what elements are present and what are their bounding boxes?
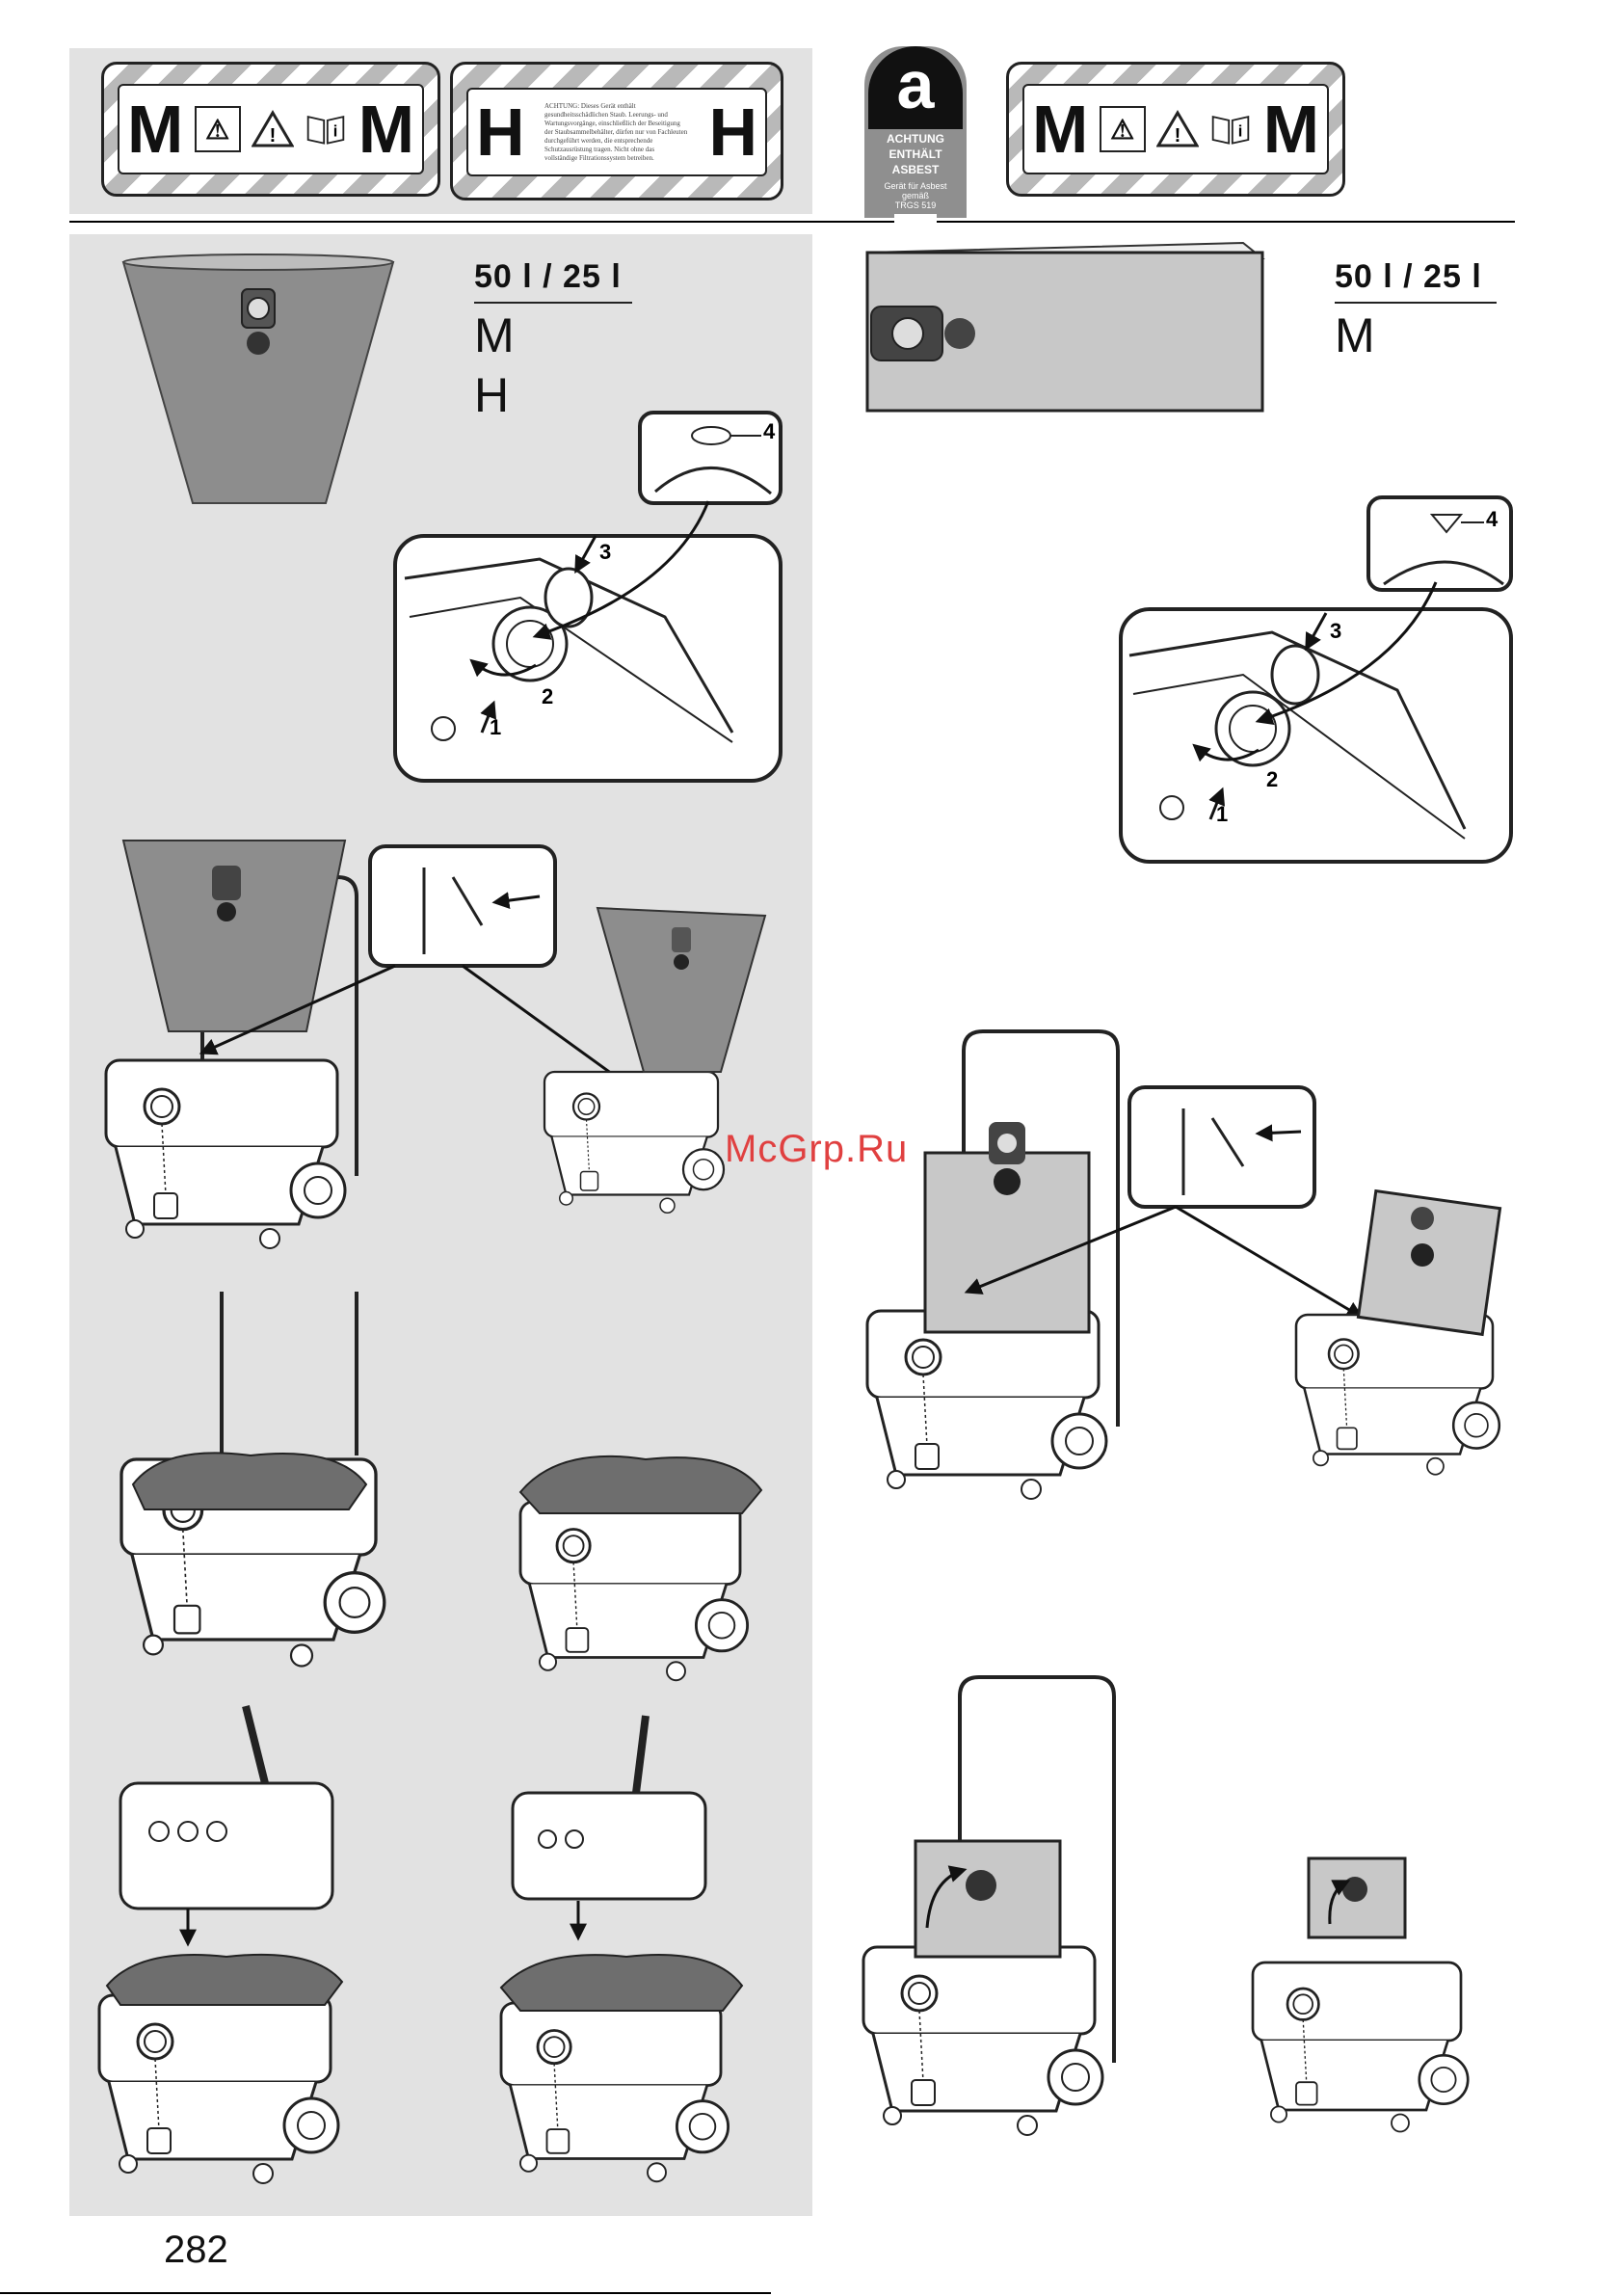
right-slot-inset [1127,1085,1316,1209]
right-vacuum-bag-rotate [862,1675,1116,2137]
asbestos-title-1: ACHTUNG [887,132,944,146]
right-spec-rule [1335,302,1497,304]
warning-triangle-icon: ! [252,108,294,150]
left-detail-panel: 3 2 1 [393,500,782,783]
left-bag-illustration [121,254,395,504]
left-class-h: H [474,368,510,422]
m-letter-right: M [358,92,414,167]
svg-text:3: 3 [599,540,611,564]
m-letter-right-2: M [1262,92,1319,167]
footer-rule [0,2292,771,2294]
right-small-vacuum-bag-rotate [1251,1961,1470,2133]
asbestos-letter-badge: a [868,46,963,129]
left-small-vacuum-bag-fitted [518,1455,763,1682]
h-letter-left: H [476,94,525,170]
h-letter-right: H [708,94,757,170]
svg-text:1: 1 [1216,802,1228,826]
asbestos-title-2: ENTHÄLT [889,147,942,161]
svg-text:3: 3 [1330,619,1341,643]
asbestos-tag: a ACHTUNG ENTHÄLT ASBEST Gerät für Asbes… [864,46,967,227]
page-number: 282 [164,2229,228,2271]
left-capacity-label: 50 l / 25 l [474,258,622,295]
right-detail-inset-4: 4 [1366,495,1513,592]
dust-warning-icon-2: ⚠ [1099,106,1146,152]
m-class-label-right: M ⚠ ! i M [1006,62,1345,197]
asbestos-title-3: ASBEST [891,163,940,176]
manual-info-icon: i [305,108,347,150]
right-vacuum-with-flat-bag [865,1029,1120,1501]
warning-triangle-icon-2: ! [1156,108,1199,150]
m-letter-left-2: M [1032,92,1089,167]
asbestos-note-2: gemäß [901,191,929,200]
left-spec-rule [474,302,632,304]
left-class-m: M [474,308,515,362]
manual-info-icon-2: i [1209,108,1252,150]
left-vacuum-head-placement [97,1705,344,2185]
right-detail-panel: 3 2 1 [1119,581,1513,864]
svg-text:!: ! [1175,125,1181,147]
right-flat-bag [865,241,1265,413]
right-spec-block: 50 l / 25 l M [1335,258,1497,363]
h-label-warning-text: ACHTUNG: Dieses Gerät enthält gesundheit… [544,101,688,162]
svg-text:!: ! [270,125,277,147]
asbestos-blank-field [894,214,937,227]
h-class-label: H ACHTUNG: Dieses Gerät enthält gesundhe… [450,62,783,200]
asbestos-note-1: Gerät für Asbest [884,181,947,191]
svg-text:i: i [333,122,338,140]
svg-text:1: 1 [490,715,501,739]
svg-text:4: 4 [1486,507,1499,531]
left-spec-block: 50 l / 25 l M H [474,258,632,423]
m-class-label-left: M ⚠ ! i M [101,62,440,197]
asbestos-note-3: TRGS 519 [894,200,937,210]
svg-text:2: 2 [1266,767,1278,791]
svg-text:4: 4 [763,419,776,443]
left-small-vacuum-with-bag [543,1070,726,1215]
svg-text:i: i [1238,122,1243,140]
dust-warning-icon: ⚠ [194,106,241,152]
right-small-vacuum-with-flat-bag [1294,1313,1501,1477]
right-class-m: M [1335,308,1375,362]
left-detail-inset-4: 4 [638,411,782,505]
svg-text:2: 2 [542,684,553,708]
header-rule [69,221,1515,223]
right-capacity-label: 50 l / 25 l [1335,258,1482,295]
left-vacuum-bag-fitted [119,1292,386,1669]
watermark: McGrp.Ru [725,1128,909,1170]
m-letter-left: M [127,92,184,167]
left-small-vacuum-head-placement [499,1715,744,2183]
left-slot-inset [368,844,557,968]
